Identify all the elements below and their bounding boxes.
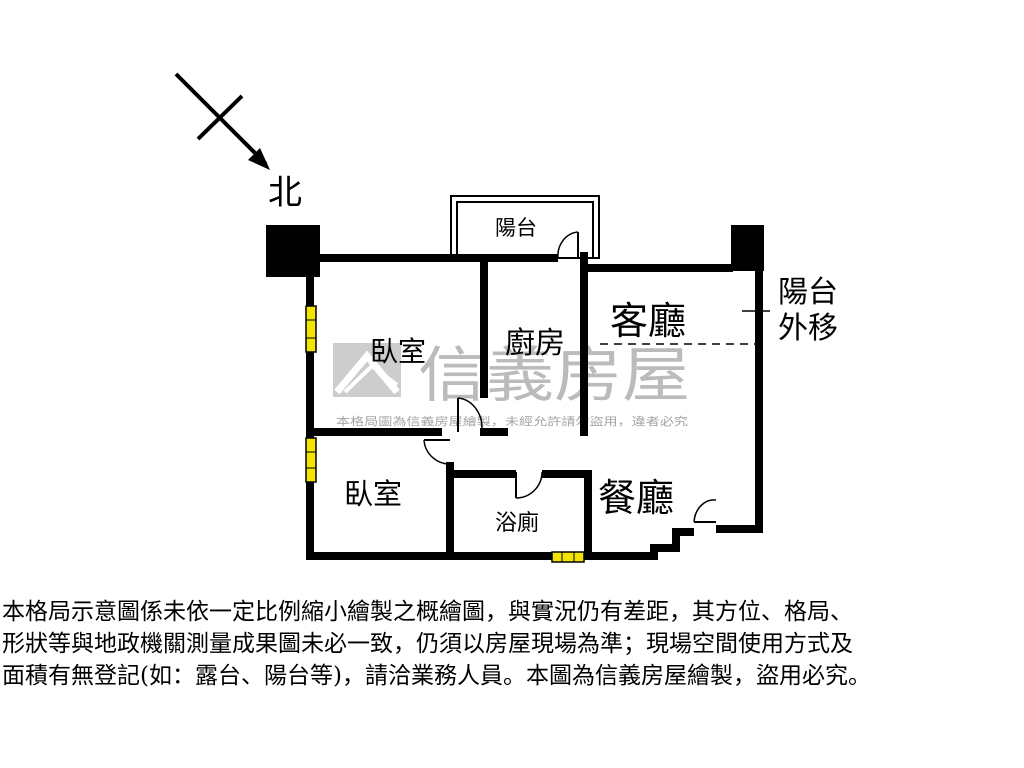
column-top-right: [731, 225, 764, 271]
walls: [306, 252, 763, 560]
room-label-bedroom-1: 臥室: [370, 335, 426, 368]
room-label-dining-room: 餐廳: [598, 476, 674, 520]
windows: [305, 305, 585, 563]
disclaimer-text: 本格局示意圖係未依一定比例縮小繪製之概繪圖，與實況仍有差距，其方位、格局、 形狀…: [2, 596, 1022, 692]
room-label-bathroom: 浴廁: [495, 511, 539, 536]
annotation-balcony-moved-line2: 外移: [778, 311, 838, 346]
room-label-living-room: 客廳: [610, 299, 686, 343]
annotation-balcony-moved-line1: 陽台: [778, 275, 838, 310]
doors: [423, 231, 717, 523]
window-left-upper: [305, 305, 317, 353]
window-left-lower: [305, 437, 317, 483]
north-arrow-icon: [174, 72, 270, 170]
column-top-left: [266, 225, 320, 277]
disclaimer-line-1: 本格局示意圖係未依一定比例縮小繪製之概繪圖，與實況仍有差距，其方位、格局、: [2, 599, 853, 625]
watermark-logo-icon: [333, 343, 401, 397]
disclaimer-line-3: 面積有無登記(如：露台、陽台等)，請洽業務人員。本圖為信義房屋繪製，盜用必究。: [2, 663, 871, 689]
north-label: 北: [268, 173, 302, 213]
window-bathroom: [551, 551, 585, 563]
room-label-kitchen: 廚房: [505, 326, 565, 361]
room-label-bedroom-2: 臥室: [344, 477, 402, 511]
watermark: 信義房屋 本格局圖為信義房屋繪製，未經允許請勿盜用，違者必究: [333, 341, 690, 428]
disclaimer-line-2: 形狀等與地政機關測量成果圖未必一致，仍須以房屋現場為準；現場空間使用方式及: [2, 631, 853, 657]
room-label-balcony: 陽台: [495, 216, 537, 240]
watermark-notice: 本格局圖為信義房屋繪製，未經允許請勿盜用，違者必究: [336, 414, 688, 428]
